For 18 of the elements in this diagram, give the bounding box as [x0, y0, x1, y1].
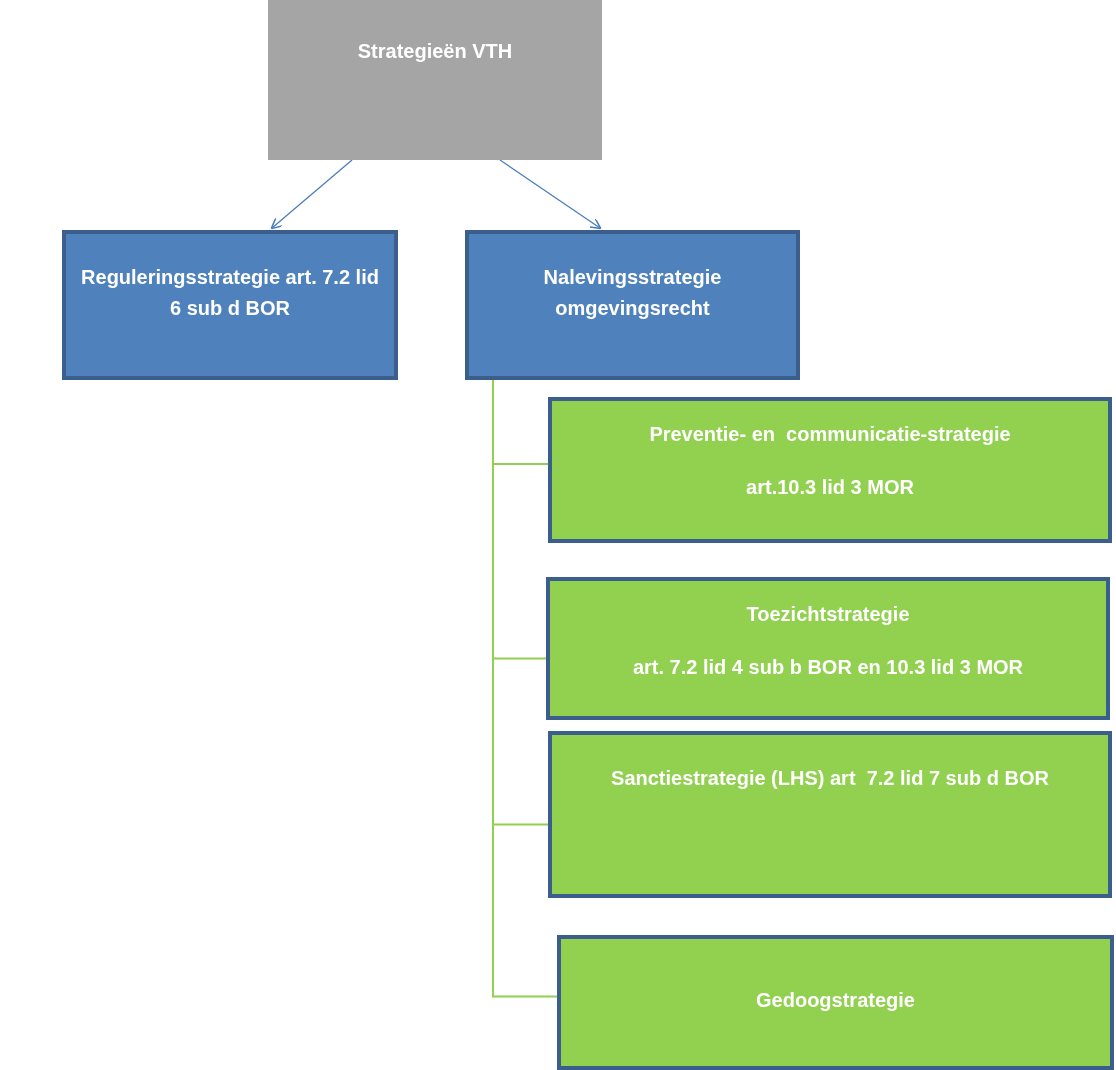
box-text: Sanctiestrategie (LHS) art 7.2 lid 7 sub d BOR: [611, 766, 1049, 791]
strategy-box: [62, 230, 398, 380]
strategy-box: [465, 230, 800, 380]
sub-strategy-box: [548, 731, 1112, 898]
sub-strategy-box: [548, 397, 1112, 543]
title-box: [268, 0, 602, 160]
box-text: Preventie- en communicatie-strategie: [649, 422, 1011, 447]
sub-strategy-box: [557, 935, 1114, 1070]
box-text: art.10.3 lid 3 MOR: [746, 475, 914, 500]
sub-strategy-box: [546, 577, 1110, 720]
box-text: art. 7.2 lid 4 sub b BOR en 10.3 lid 3 MOR: [632, 655, 1024, 680]
box-text: Nalevingsstrategie omgevingsrecht: [542, 265, 723, 321]
box-text: Strategieën VTH: [357, 39, 513, 64]
box-text: Gedoogstrategie: [756, 988, 915, 1013]
arrow: [499, 159, 602, 230]
box-text: Reguleringsstrategie art. 7.2 lid 6 sub d BOR: [80, 265, 380, 321]
arrow: [270, 159, 353, 230]
box-text: Toezichtstrategie: [746, 602, 910, 627]
